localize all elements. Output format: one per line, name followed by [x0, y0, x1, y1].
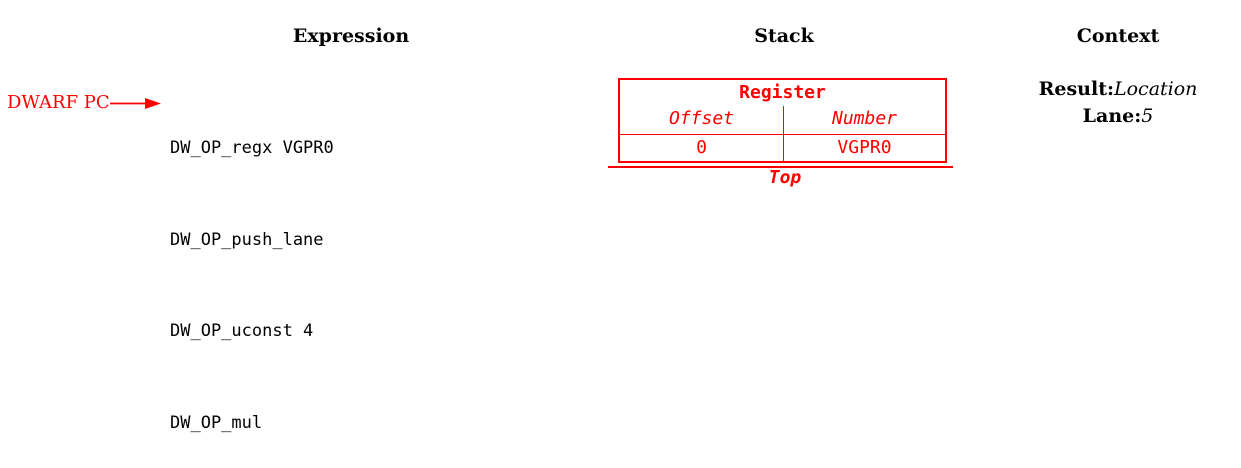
lane-value: 5 [1141, 105, 1154, 127]
stack-offset-value: 0 [620, 135, 784, 161]
stack-entry-type: Register [739, 82, 826, 103]
expression-op: DW_OP_mul [170, 412, 263, 433]
right-arrow-icon [110, 98, 161, 109]
expression-op: DW_OP_regx VGPR0 [170, 138, 334, 158]
stack-column-header: Stack [754, 25, 814, 47]
expression-op: DW_OP_uconst 4 [170, 321, 314, 341]
result-label: Result: [1038, 78, 1114, 100]
expression-column-header: Expression [292, 25, 410, 47]
stack-top-label: Top [768, 167, 802, 188]
lane-label: Lane: [1082, 105, 1142, 127]
stack-number-value: VGPR0 [837, 137, 892, 158]
expression-op: DW_OP_push_lane [170, 229, 324, 250]
context-result-line: Result:Location [1039, 79, 1198, 100]
context-lane-line: Lane:5 [1083, 106, 1154, 127]
stack-offset-header: Offset [620, 106, 784, 135]
context-column-header: Context [1076, 25, 1160, 47]
expression-op-list: DW_OP_regx VGPR0 DW_OP_push_lane DW_OP_u… [170, 72, 334, 468]
stack-number-header: Number [784, 106, 945, 135]
stack-entry-grid: Offset Number 0 VGPR0 [620, 106, 945, 161]
result-value: Location [1113, 78, 1198, 100]
dwarf-pc-label: DWARF PC [7, 92, 110, 113]
stack-top-divider [608, 166, 953, 168]
stack-entry-table: Register Offset Number 0 VGPR0 [618, 78, 947, 163]
